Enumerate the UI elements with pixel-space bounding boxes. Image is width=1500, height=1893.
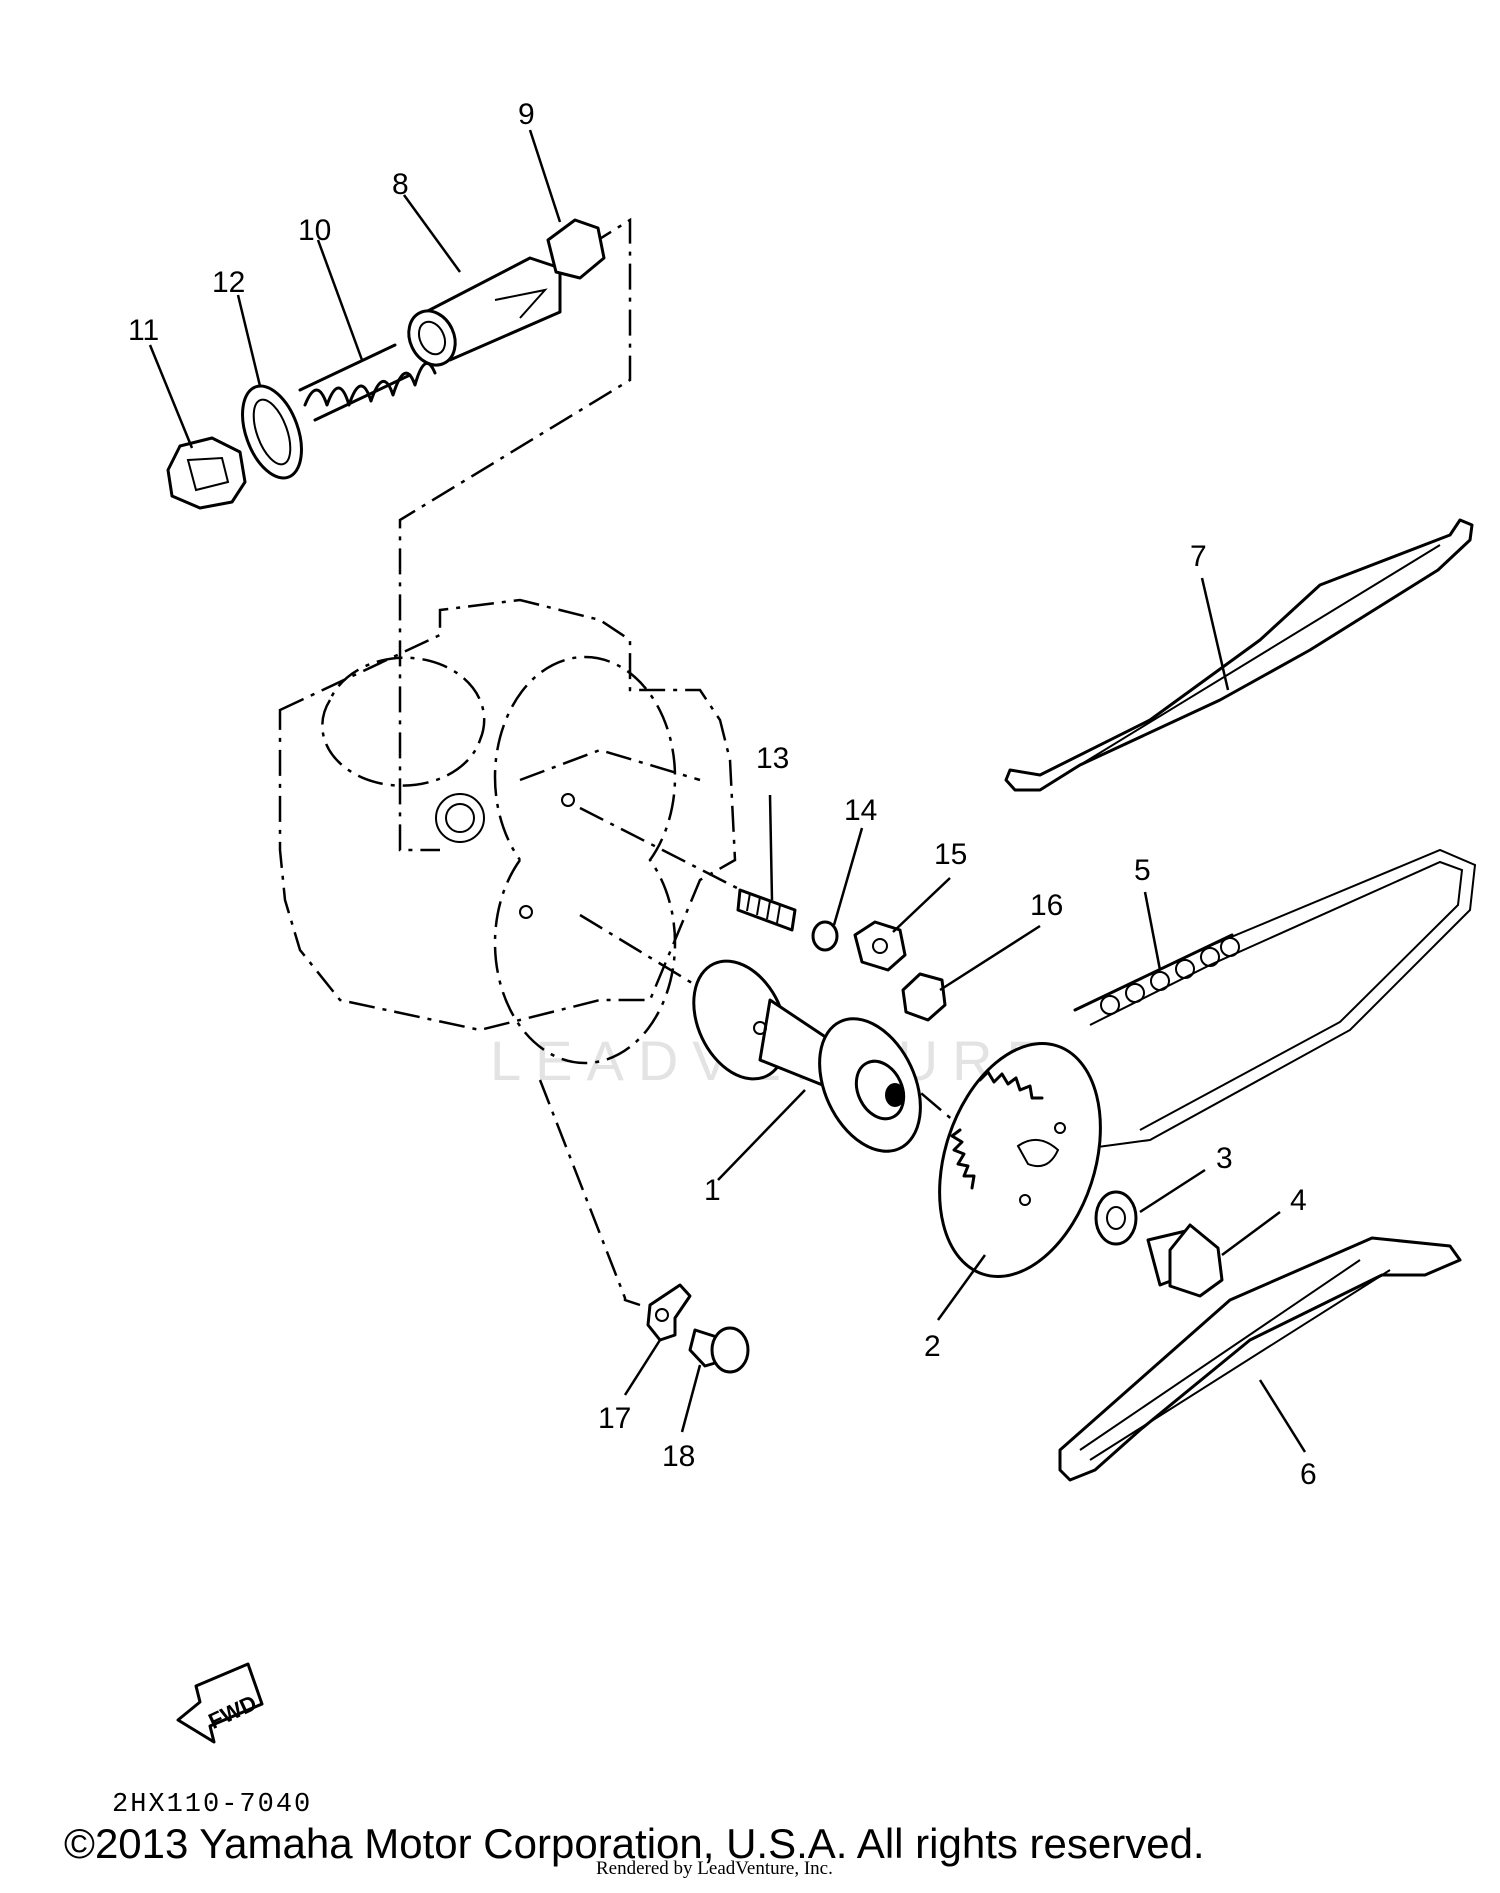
leader-lines bbox=[148, 129, 1307, 1453]
callout-11: 11 bbox=[128, 314, 159, 347]
bolt-4 bbox=[1146, 1223, 1224, 1298]
cam-sprocket-2 bbox=[938, 1042, 1102, 1278]
chain-guide-7 bbox=[1004, 518, 1474, 792]
callout-6: 6 bbox=[1300, 1458, 1317, 1491]
callout-13: 13 bbox=[756, 742, 789, 775]
callout-8: 8 bbox=[392, 168, 409, 201]
forward-arrow-icon: FWD bbox=[176, 1662, 264, 1744]
callout-10: 10 bbox=[298, 214, 331, 247]
callout-18: 18 bbox=[662, 1440, 695, 1473]
callout-7: 7 bbox=[1190, 540, 1207, 573]
callout-4: 4 bbox=[1290, 1184, 1307, 1217]
callout-17: 17 bbox=[598, 1402, 631, 1435]
copyright-notice: ©2013 Yamaha Motor Corporation, U.S.A. A… bbox=[64, 1820, 1205, 1867]
drawing-part-number: 2HX110-7040 bbox=[112, 1790, 313, 1820]
washer-14 bbox=[811, 920, 839, 952]
callout-14: 14 bbox=[844, 794, 877, 827]
bolt-18 bbox=[688, 1326, 750, 1374]
cap-9 bbox=[546, 218, 606, 280]
callout-1: 1 bbox=[704, 1174, 721, 1207]
bracket-17 bbox=[646, 1283, 692, 1342]
chain-guide-6 bbox=[1058, 1236, 1462, 1482]
cylinder-head-outline bbox=[278, 598, 737, 1065]
callout-3: 3 bbox=[1216, 1142, 1233, 1175]
camshaft-1 bbox=[692, 959, 922, 1153]
cam-chain-5 bbox=[999, 848, 1477, 1161]
callout-16: 16 bbox=[1030, 889, 1063, 922]
spring-10 bbox=[298, 343, 437, 422]
stud-13 bbox=[736, 888, 797, 932]
tensioner-rod-8 bbox=[407, 256, 562, 367]
callout-12: 12 bbox=[212, 266, 245, 299]
nut-15 bbox=[853, 920, 907, 972]
gasket-12 bbox=[241, 384, 303, 480]
callout-5: 5 bbox=[1134, 854, 1151, 887]
cap-bolt-11 bbox=[166, 436, 247, 510]
cap-nut-16 bbox=[901, 972, 947, 1022]
callout-15: 15 bbox=[934, 838, 967, 871]
callout-numbers: 1 2 3 4 5 6 7 8 9 10 11 12 13 14 15 16 1… bbox=[128, 98, 1317, 1491]
rendered-by-notice: Rendered by LeadVenture, Inc. bbox=[596, 1858, 833, 1879]
washer-3 bbox=[1094, 1190, 1138, 1246]
callout-2: 2 bbox=[924, 1330, 941, 1363]
callout-9: 9 bbox=[518, 98, 535, 131]
